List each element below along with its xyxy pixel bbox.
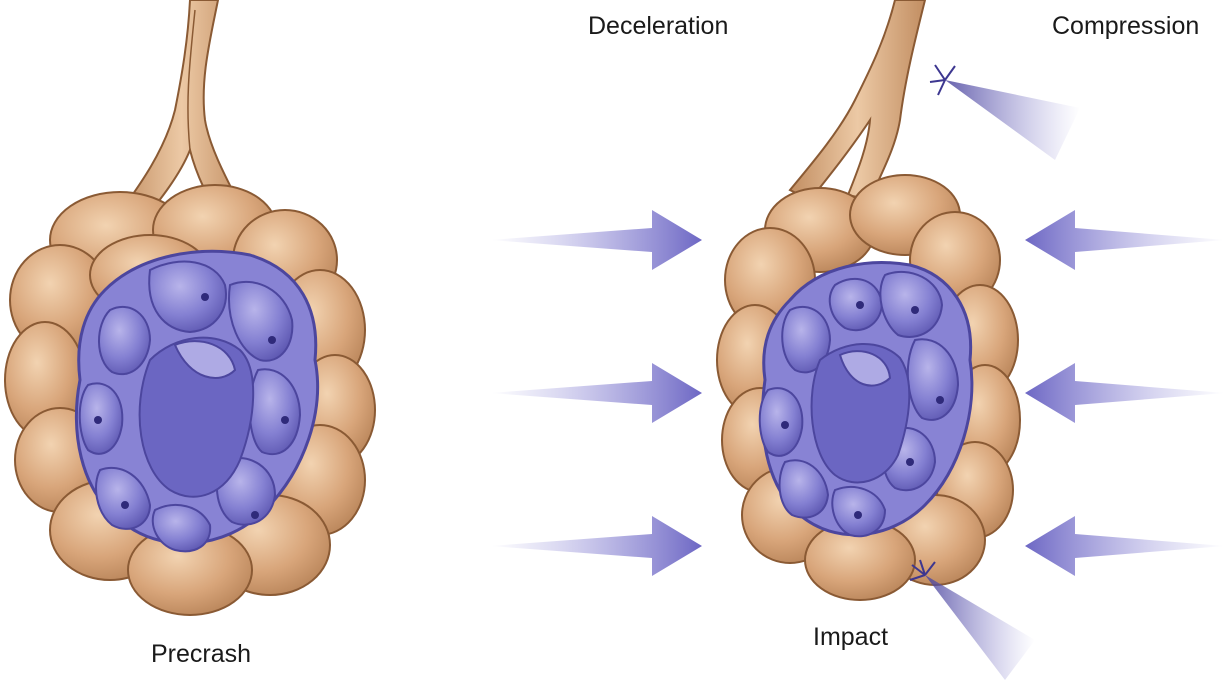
deceleration-arrows — [490, 210, 702, 576]
arrow-icon — [490, 516, 702, 576]
precrash-alveolus — [5, 0, 375, 615]
rupture-spray-bottom — [910, 560, 1035, 680]
impact-label: Impact — [813, 623, 888, 652]
arrow-icon — [1025, 363, 1225, 423]
rupture-spray-top — [930, 65, 1080, 160]
arrow-icon — [490, 363, 702, 423]
deceleration-label: Deceleration — [588, 12, 728, 41]
arrow-icon — [490, 210, 702, 270]
compression-label: Compression — [1052, 12, 1199, 41]
bronchiole-stem-impact — [790, 0, 925, 200]
arrow-icon — [1025, 210, 1225, 270]
compression-arrows — [1025, 210, 1225, 576]
arrow-icon — [1025, 516, 1225, 576]
impact-alveolus — [717, 0, 1080, 680]
precrash-label: Precrash — [151, 640, 251, 669]
